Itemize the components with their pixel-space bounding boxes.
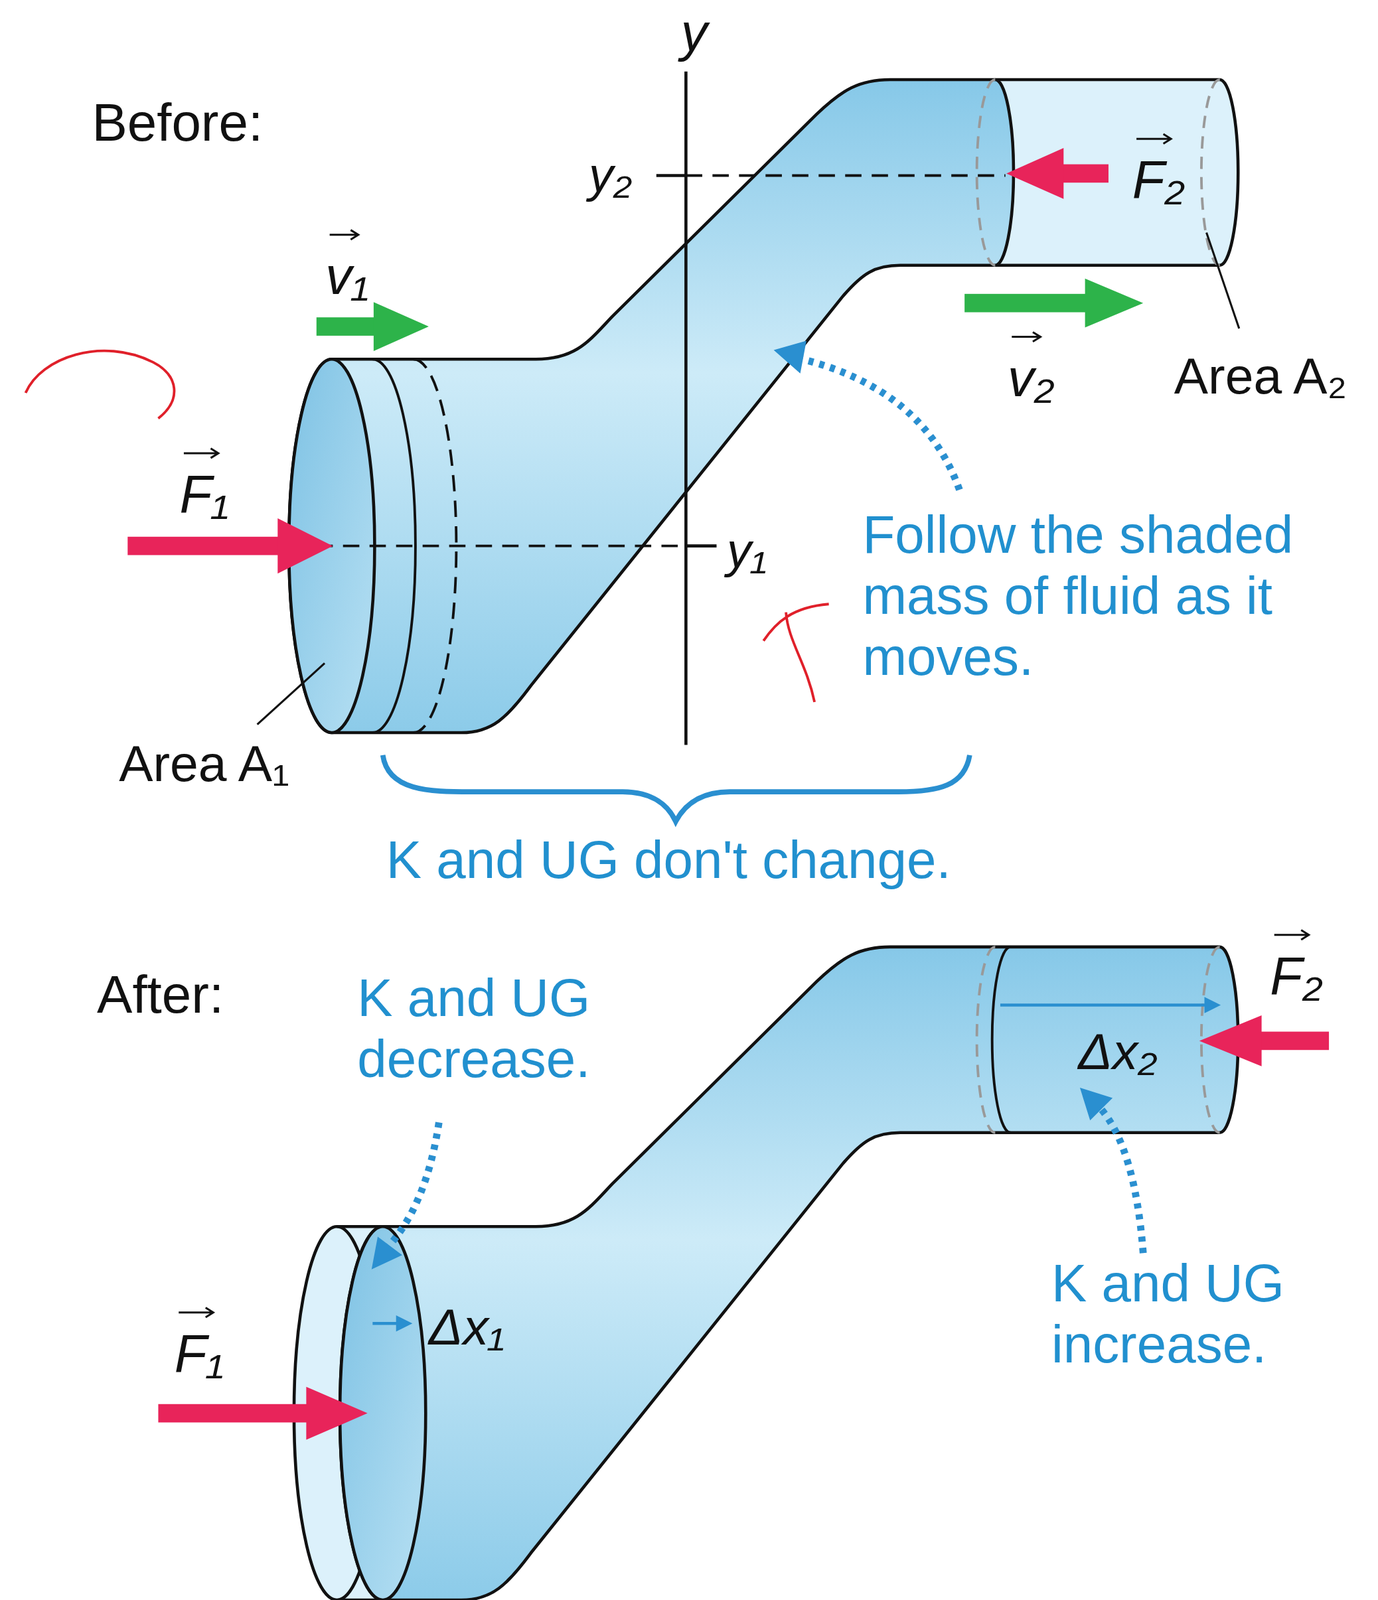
energy-note: K and UG decrease. bbox=[357, 967, 654, 1090]
handwritten-mark bbox=[25, 351, 175, 419]
leader-line bbox=[1206, 232, 1240, 330]
fluid-boundary bbox=[992, 947, 1011, 1134]
displacement-label: Δx₁ bbox=[428, 1297, 505, 1357]
force-label: F₁ bbox=[174, 1302, 224, 1385]
pipe-light-section bbox=[995, 79, 1238, 266]
area-label: Area A₁ bbox=[118, 734, 290, 793]
velocity-arrow-shaft bbox=[964, 294, 1090, 313]
velocity-arrow-head bbox=[1085, 278, 1144, 328]
force-arrow-head bbox=[306, 1387, 368, 1441]
fluid-hidden-rim bbox=[977, 79, 996, 266]
vector-arrow bbox=[329, 230, 359, 240]
velocity-arrow-shaft bbox=[316, 317, 378, 336]
dotted-pointer bbox=[802, 359, 960, 490]
displacement-arrow-head bbox=[1204, 996, 1222, 1014]
handwritten-mark bbox=[763, 604, 829, 703]
displacement-arrow bbox=[372, 1322, 398, 1326]
force-arrow-head bbox=[277, 518, 333, 574]
displacement-arrow-head bbox=[396, 1315, 413, 1333]
height-label: y₂ bbox=[588, 147, 632, 204]
force-label: F₂ bbox=[1132, 128, 1185, 211]
dotted-pointer-head bbox=[1079, 1087, 1113, 1121]
callout-note: Follow the shaded mass of fluid as it mo… bbox=[862, 504, 1378, 688]
velocity-label: v₁ bbox=[325, 224, 369, 307]
displacement-label: Δx₂ bbox=[1077, 1022, 1157, 1081]
area-label: Area A₂ bbox=[1174, 346, 1348, 405]
height-guide bbox=[316, 175, 1006, 546]
vector-arrow bbox=[183, 448, 219, 459]
vector-arrow bbox=[178, 1308, 214, 1318]
energy-note: K and UG don't change. bbox=[386, 829, 952, 891]
brace bbox=[382, 755, 970, 822]
pipe-before bbox=[288, 79, 1238, 733]
force-arrow-head bbox=[1199, 1015, 1262, 1067]
force-arrow-shaft bbox=[1057, 164, 1109, 184]
velocity-arrow-head bbox=[373, 302, 429, 352]
panel-heading: Before: bbox=[91, 92, 263, 154]
axis-label: y bbox=[681, 1, 708, 64]
velocity-arrow bbox=[316, 278, 1144, 352]
force-arrow bbox=[157, 1015, 1329, 1441]
energy-note: K and UG increase. bbox=[1051, 1253, 1348, 1376]
force-arrow-shaft bbox=[1255, 1032, 1329, 1051]
force-label: F₁ bbox=[179, 442, 230, 526]
dotted-pointer bbox=[1100, 1108, 1144, 1254]
height-label: y₁ bbox=[726, 523, 767, 580]
force-arrow-shaft bbox=[127, 536, 283, 556]
displacement-arrow bbox=[1000, 1003, 1207, 1007]
y-axis bbox=[684, 71, 688, 746]
vector-arrow bbox=[1011, 331, 1041, 342]
force-arrow-shaft bbox=[157, 1404, 312, 1424]
height-tick bbox=[656, 175, 717, 546]
force-label: F₂ bbox=[1269, 924, 1323, 1007]
leader-line bbox=[257, 663, 325, 725]
pipe-end-hidden-rim bbox=[1201, 79, 1221, 266]
vector-arrow bbox=[1274, 930, 1309, 940]
pipe-end-rim bbox=[1220, 79, 1239, 266]
vector-arrow bbox=[1136, 134, 1171, 144]
panel-heading: After: bbox=[96, 964, 224, 1026]
velocity-label: v₂ bbox=[1007, 326, 1055, 409]
dotted-pointer bbox=[387, 1122, 439, 1248]
dotted-pointer-head bbox=[773, 341, 807, 374]
fluid-hidden-rim bbox=[977, 947, 1221, 1134]
dotted-pointer-head bbox=[371, 1237, 403, 1270]
pipe-outline bbox=[995, 79, 1220, 266]
force-arrow-head bbox=[1006, 148, 1064, 200]
